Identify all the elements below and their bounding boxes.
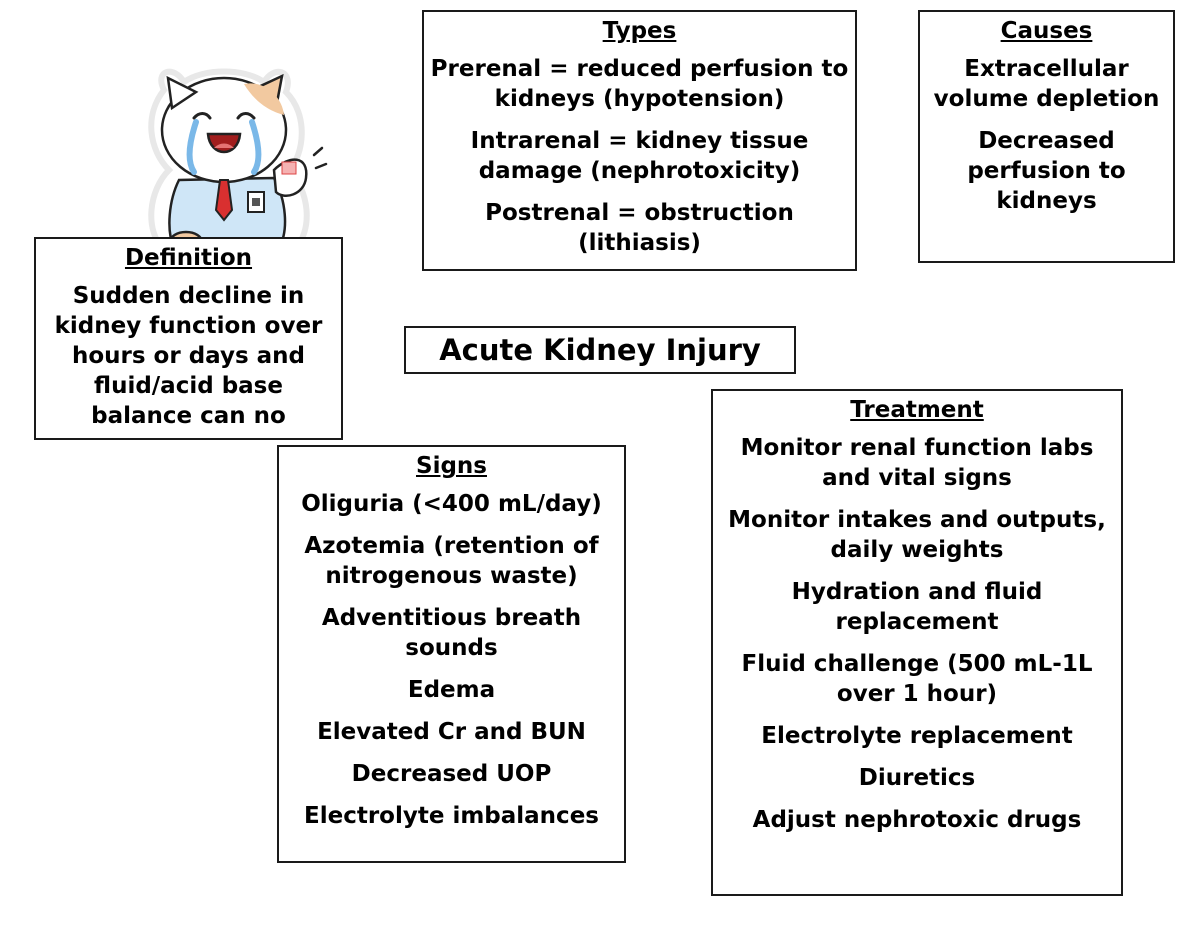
definition-box: Definition Sudden decline in kidney func… [34, 237, 343, 440]
signs-box: Signs Oliguria (<400 mL/day) Azotemia (r… [277, 445, 626, 863]
causes-item: Decreased perfusion to kidneys [967, 128, 1126, 214]
types-item-postrenal: Postrenal = obstruction (lithiasis) [485, 200, 794, 256]
treatment-item: Monitor intakes and outputs, daily weigh… [728, 507, 1106, 563]
treatment-box: Treatment Monitor renal function labs an… [711, 389, 1123, 896]
treatment-item: Diuretics [858, 765, 976, 791]
signs-item: Elevated Cr and BUN [317, 719, 586, 745]
treatment-item: Fluid challenge (500 mL-1L over 1 hour) [741, 651, 1093, 707]
treatment-item: Adjust nephrotoxic drugs [752, 807, 1082, 833]
types-item-intrarenal: Intrarenal = kidney tissue damage (nephr… [470, 128, 809, 184]
treatment-item: Electrolyte replacement [761, 723, 1073, 749]
causes-heading: Causes [1000, 18, 1093, 44]
page-title: Acute Kidney Injury [404, 326, 796, 374]
causes-box: Causes Extracellular volume depletion De… [918, 10, 1175, 263]
signs-item: Edema [407, 677, 496, 703]
signs-heading: Signs [416, 453, 487, 479]
types-box: Types Prerenal = reduced perfusion to ki… [422, 10, 857, 271]
definition-heading: Definition [124, 245, 253, 271]
crying-cat-sticker-icon [148, 68, 328, 254]
signs-item: Decreased UOP [351, 761, 552, 787]
definition-text: Sudden decline in kidney function over h… [54, 283, 323, 429]
signs-item: Azotemia (retention of nitrogenous waste… [304, 533, 599, 589]
types-item-prerenal: Prerenal = reduced perfusion to kidneys … [430, 56, 849, 112]
causes-item: Extracellular volume depletion [933, 56, 1160, 112]
types-heading: Types [602, 18, 677, 44]
signs-item: Adventitious breath sounds [321, 605, 582, 661]
treatment-item: Hydration and fluid replacement [791, 579, 1043, 635]
signs-item: Electrolyte imbalances [304, 803, 599, 829]
signs-item: Oliguria (<400 mL/day) [301, 491, 602, 517]
treatment-item: Monitor renal function labs and vital si… [740, 435, 1094, 491]
treatment-heading: Treatment [850, 397, 984, 423]
